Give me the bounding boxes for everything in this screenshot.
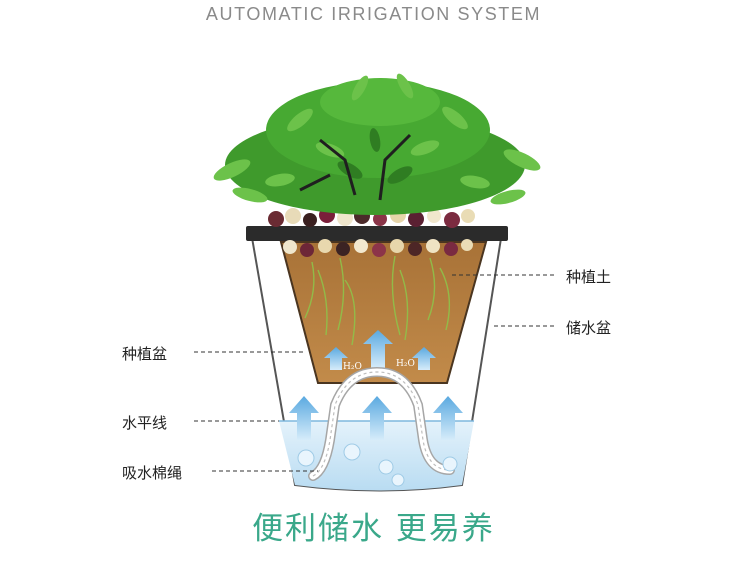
slogan: 便利储水 更易养 — [0, 503, 747, 548]
plant-foliage — [211, 71, 543, 215]
label-reservoir: 储水盆 — [566, 317, 611, 338]
label-soil: 种植土 — [566, 266, 611, 287]
label-wick: 吸水棉绳 — [122, 462, 182, 483]
label-planter: 种植盆 — [122, 343, 167, 364]
label-water-level: 水平线 — [122, 412, 167, 433]
formula-label-right: H₂O — [396, 359, 415, 369]
